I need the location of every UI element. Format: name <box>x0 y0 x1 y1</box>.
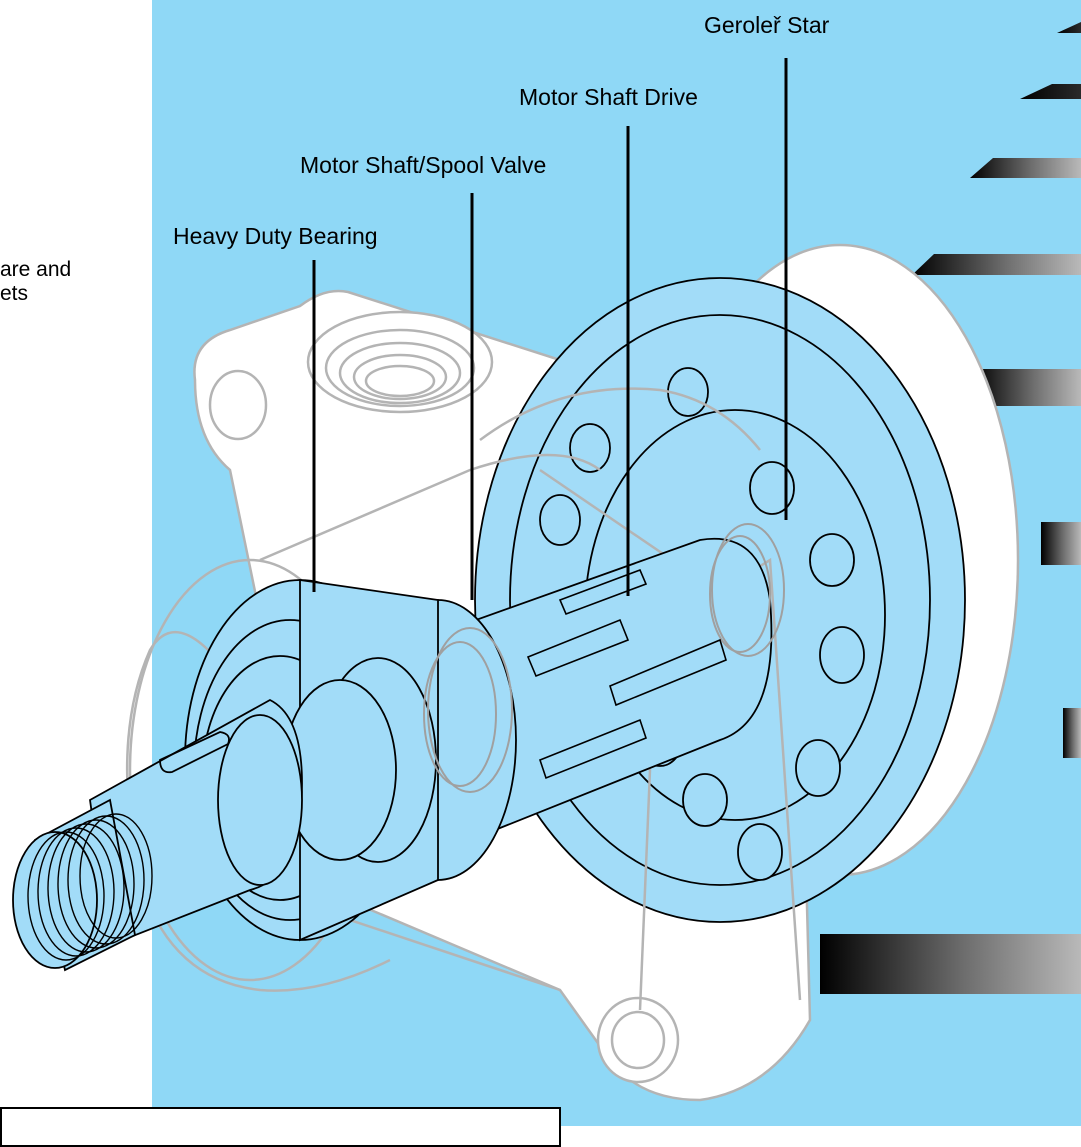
shaft-assembly <box>12 537 773 972</box>
caption-box <box>0 1107 561 1147</box>
label-motor-shaft-drive: Motor Shaft Drive <box>519 84 698 110</box>
label-geroler-star: Geroleř Star <box>704 12 830 38</box>
spline-rings <box>423 523 785 793</box>
label-motor-shaft-spool-valve: Motor Shaft/Spool Valve <box>300 152 547 178</box>
left-text-fragment: are and ets <box>0 258 71 306</box>
label-heavy-duty-bearing: Heavy Duty Bearing <box>173 223 378 249</box>
shaft-threads <box>27 813 153 961</box>
spool-slots <box>526 568 727 780</box>
leader-lines <box>312 58 788 600</box>
left-text-line-2: ets <box>0 282 29 306</box>
left-text-line-1: are and <box>0 258 72 281</box>
gradient-stripes <box>820 22 1081 994</box>
